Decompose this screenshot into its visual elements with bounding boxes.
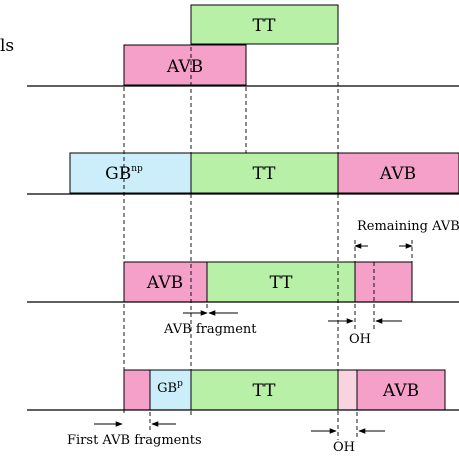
row2-avb-box (337, 152, 459, 194)
row4-avb-fragment-box (123, 369, 151, 411)
row2-tt-box (190, 152, 339, 194)
row-4: GBp TT AVB First AVB fragments OH (27, 369, 459, 455)
row1-tt-label: TT (253, 16, 277, 36)
row2-tt-label: TT (253, 164, 277, 184)
row3-remaining-avb-box (354, 261, 413, 303)
row1-tt-box (190, 4, 339, 45)
first-fragments-label: First AVB fragments (67, 433, 202, 448)
row2-gb-label: GBnp (105, 164, 143, 184)
row-2: GBnp TT AVB (27, 152, 459, 195)
row4-oh-box (337, 369, 358, 411)
row3-oh-label: OH (349, 332, 371, 347)
row-1: TT AVB (27, 4, 459, 87)
row4-avb-label: AVB (382, 381, 419, 401)
row4-oh-label: OH (333, 440, 355, 455)
row3-tt-label: TT (270, 273, 294, 293)
row2-avb-label: AVB (379, 164, 416, 184)
row3-avb-label: AVB (146, 273, 183, 293)
row1-avb-box (123, 44, 247, 86)
row4-avb-box (356, 369, 446, 411)
row3-tt-box (206, 261, 356, 303)
row-3: AVB TT Remaining AVB AVB fragment OH (27, 219, 459, 347)
truncated-label: ls (0, 36, 14, 56)
row2-gb-box (69, 152, 192, 194)
dashed-guides (123, 5, 413, 440)
row1-avb-label: AVB (166, 57, 203, 77)
remaining-avb-label: Remaining AVB (357, 219, 459, 234)
row4-gb-label: GBp (157, 379, 183, 396)
row4-tt-label: TT (253, 381, 277, 401)
avb-fragment-label: AVB fragment (163, 322, 257, 337)
